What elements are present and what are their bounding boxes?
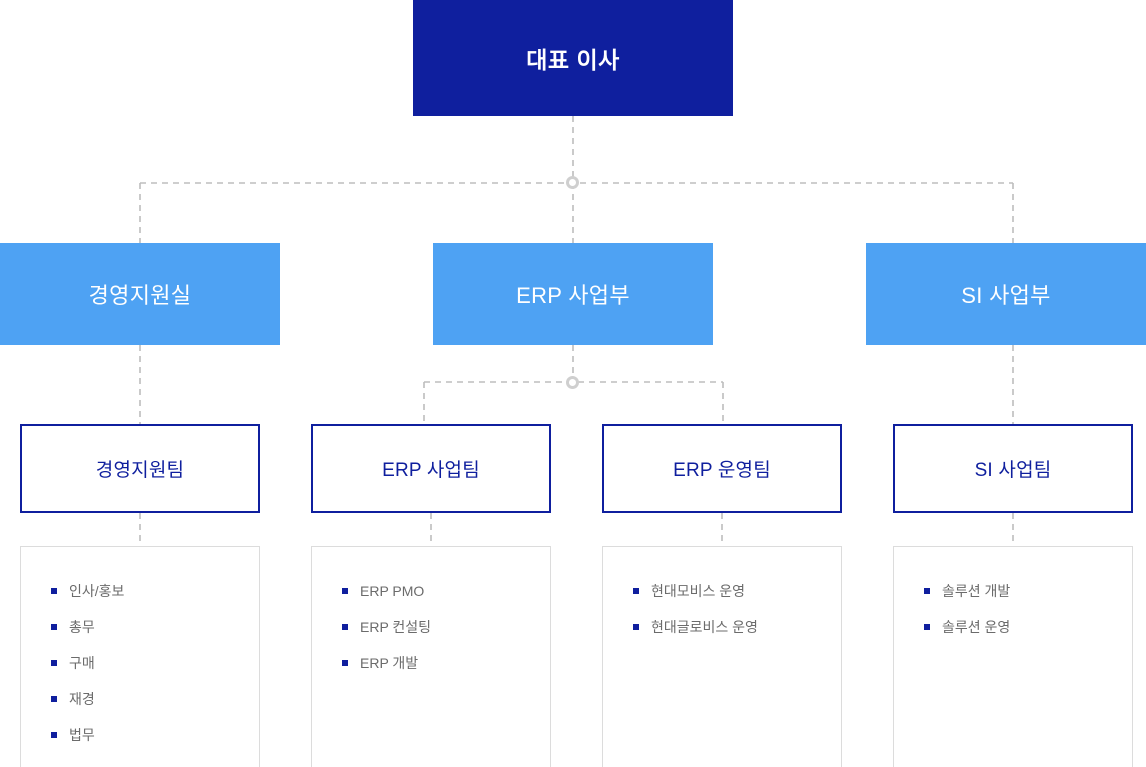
duty-label: ERP 컨설팅 [360, 619, 432, 635]
node-team-erp-operations[interactable]: ERP 운영팀 [602, 424, 842, 513]
duty-list-management-support: 인사/홍보 총무 구매 재경 법무 [20, 546, 260, 767]
node-division-management-support[interactable]: 경영지원실 [0, 243, 280, 345]
duty-list-erp-operations: 현대모비스 운영 현대글로비스 운영 [602, 546, 842, 767]
duty-list-item: ERP 개발 [312, 645, 550, 681]
duty-list-item: 법무 [21, 717, 259, 753]
duty-list-item: 현대글로비스 운영 [603, 609, 841, 645]
junction-node-ceo [566, 176, 579, 189]
duty-list-item: ERP 컨설팅 [312, 609, 550, 645]
node-team-si-business[interactable]: SI 사업팀 [893, 424, 1133, 513]
node-division-erp[interactable]: ERP 사업부 [433, 243, 713, 345]
node-team-management-support[interactable]: 경영지원팀 [20, 424, 260, 513]
square-bullet-icon [342, 588, 348, 594]
duty-list-item: ERP PMO [312, 573, 550, 609]
node-team-management-support-label: 경영지원팀 [95, 460, 185, 481]
node-team-erp-business[interactable]: ERP 사업팀 [311, 424, 551, 513]
duty-label: 총무 [69, 619, 95, 635]
duty-label: 법무 [69, 727, 95, 743]
square-bullet-icon [51, 624, 57, 630]
duty-label: 솔루션 운영 [942, 619, 1011, 635]
duty-list-item: 재경 [21, 681, 259, 717]
duty-list-erp-business: ERP PMO ERP 컨설팅 ERP 개발 [311, 546, 551, 767]
junction-node-erp [566, 376, 579, 389]
duty-list-si-business: 솔루션 개발 솔루션 운영 [893, 546, 1133, 767]
duty-label: 솔루션 개발 [942, 583, 1011, 599]
duty-list-item: 총무 [21, 609, 259, 645]
square-bullet-icon [924, 588, 930, 594]
square-bullet-icon [924, 624, 930, 630]
node-division-si[interactable]: SI 사업부 [866, 243, 1146, 345]
square-bullet-icon [51, 588, 57, 594]
square-bullet-icon [51, 696, 57, 702]
node-team-si-business-label: SI 사업팀 [974, 460, 1052, 481]
duty-list-item: 현대모비스 운영 [603, 573, 841, 609]
node-team-erp-operations-label: ERP 운영팀 [673, 460, 771, 481]
square-bullet-icon [342, 624, 348, 630]
square-bullet-icon [51, 732, 57, 738]
duty-label: 재경 [69, 691, 95, 707]
duty-label: 구매 [69, 655, 95, 671]
duty-label: 현대글로비스 운영 [651, 619, 758, 635]
node-ceo-label: 대표 이사 [526, 47, 620, 73]
node-ceo[interactable]: 대표 이사 [413, 0, 733, 116]
node-division-erp-label: ERP 사업부 [516, 283, 630, 308]
duty-list-item: 인사/홍보 [21, 573, 259, 609]
node-team-erp-business-label: ERP 사업팀 [382, 460, 480, 481]
duty-label: ERP 개발 [360, 655, 419, 671]
node-division-si-label: SI 사업부 [961, 283, 1051, 308]
duty-list-item: 솔루션 개발 [894, 573, 1132, 609]
duty-label: 현대모비스 운영 [651, 583, 746, 599]
duty-list-item: 솔루션 운영 [894, 609, 1132, 645]
node-division-management-support-label: 경영지원실 [88, 283, 192, 308]
square-bullet-icon [633, 624, 639, 630]
duty-label: ERP PMO [360, 583, 425, 599]
square-bullet-icon [633, 588, 639, 594]
square-bullet-icon [51, 660, 57, 666]
square-bullet-icon [342, 660, 348, 666]
duty-label: 인사/홍보 [69, 583, 125, 599]
duty-list-item: 구매 [21, 645, 259, 681]
